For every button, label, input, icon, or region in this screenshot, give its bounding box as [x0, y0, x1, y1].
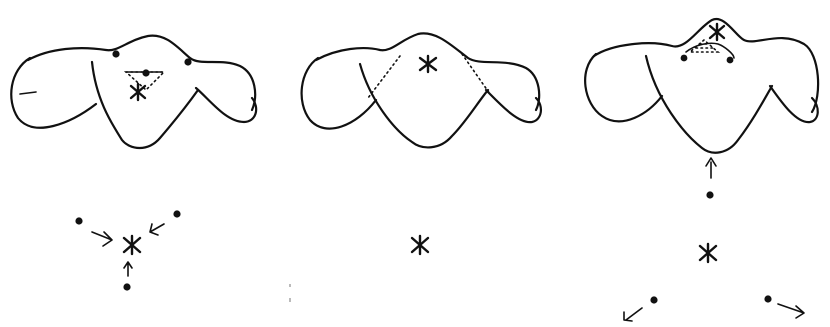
- arrow-up-icon: [124, 262, 132, 276]
- panel-2-surface: [302, 33, 541, 147]
- panel-3-flow: [624, 158, 804, 321]
- target-star-icon: [412, 236, 428, 254]
- panel-1-surface: [11, 36, 256, 148]
- panel-3: [585, 19, 818, 321]
- saddle-front-edge: [360, 64, 488, 147]
- critical-point: [142, 69, 149, 76]
- panel-2: [290, 33, 541, 302]
- critical-point: [184, 58, 191, 65]
- saddle-star-icon: [710, 24, 724, 40]
- moving-point: [706, 191, 713, 198]
- critical-point: [112, 50, 119, 57]
- panel-3-surface: [585, 19, 818, 153]
- saddle-right-wing: [770, 86, 818, 122]
- moving-point: [173, 210, 180, 217]
- saddle-top-edge: [28, 36, 255, 110]
- arrow-right-icon: [92, 232, 112, 246]
- dotted-triangle: [690, 40, 718, 52]
- saddle-left-wing: [585, 54, 662, 121]
- moving-point: [650, 296, 657, 303]
- arrow-down-left-icon: [624, 308, 642, 321]
- panel-1-flow: [75, 210, 180, 290]
- edge-mark: [20, 92, 36, 94]
- dotted-left-line: [368, 56, 400, 98]
- arrow-up-icon: [706, 158, 716, 178]
- saddle-front-edge: [646, 56, 772, 153]
- arrow-down-right-icon: [778, 304, 804, 318]
- critical-point: [681, 55, 688, 62]
- moving-point: [123, 283, 130, 290]
- arrow-left-icon: [150, 224, 164, 235]
- saddle-star-icon: [420, 56, 436, 72]
- origin-star-icon: [700, 244, 716, 262]
- moving-point: [75, 217, 82, 224]
- saddle-right-wing: [486, 90, 541, 122]
- target-star-icon: [124, 236, 140, 254]
- moving-point: [764, 295, 771, 302]
- critical-point: [727, 57, 734, 64]
- saddle-star-icon: [131, 84, 145, 100]
- panel-2-flow: [290, 236, 428, 302]
- panel-1: [11, 36, 256, 291]
- saddle-left-wing: [302, 58, 376, 129]
- saddle-top-edge: [594, 19, 818, 112]
- saddle-right-wing: [196, 88, 256, 122]
